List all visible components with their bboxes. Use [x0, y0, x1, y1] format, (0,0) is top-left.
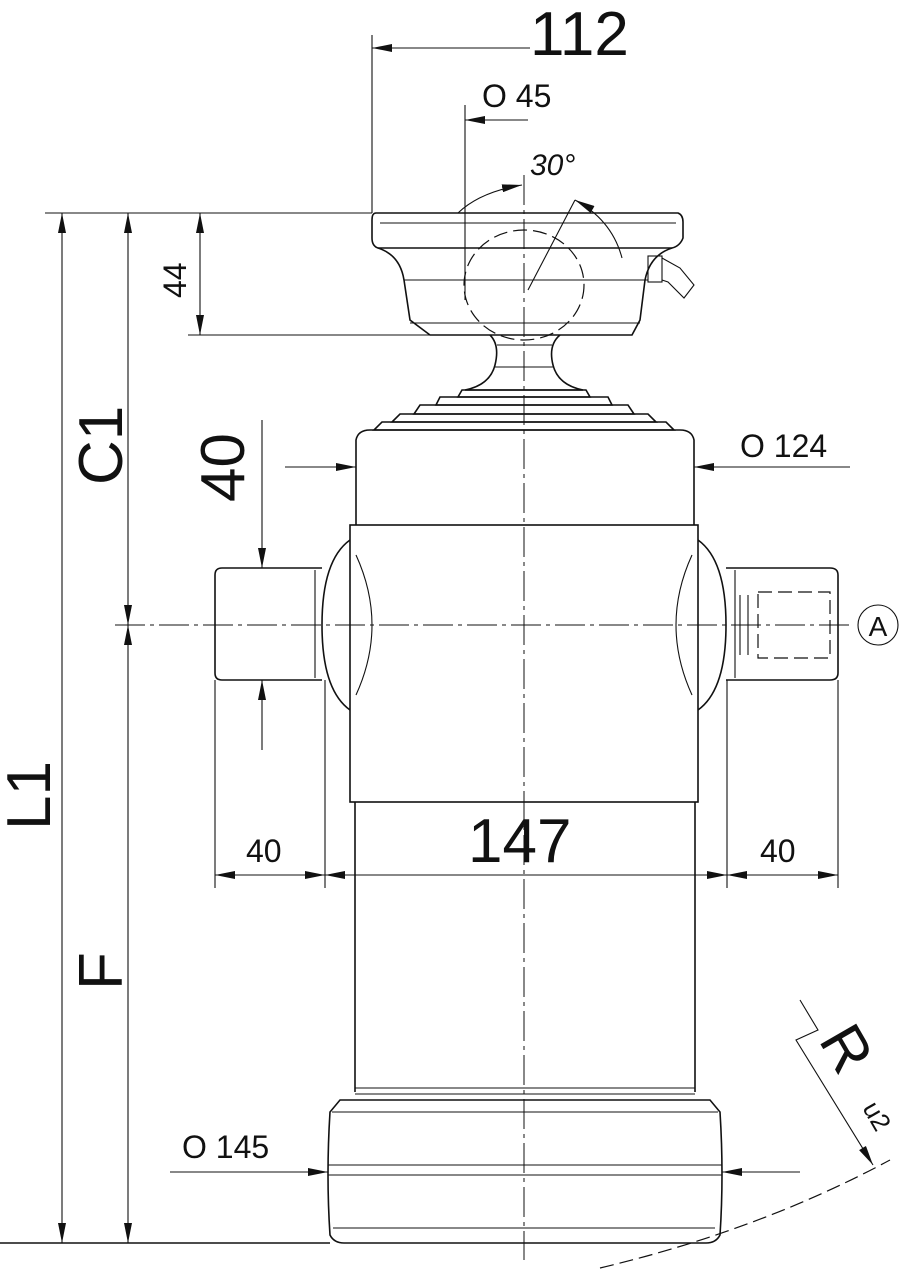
dim-trunnion-diameter: 40 [189, 433, 258, 502]
lower-tube [354, 802, 696, 1095]
dim-trunnion-left: 40 [246, 833, 282, 869]
section-marker-a: A [869, 611, 888, 642]
dim-tube-diameter: O 124 [740, 428, 827, 464]
swing-radius-arc [599, 1159, 891, 1269]
trunnion-housing [349, 524, 699, 803]
dim-radius: R [807, 1013, 887, 1084]
dim-ball-diameter: O 45 [482, 78, 551, 114]
dim-112: 112 [530, 0, 629, 69]
dim-44: 44 [157, 262, 193, 298]
base [327, 1099, 723, 1244]
section-marker-circle [857, 604, 899, 646]
dim-c1: C1 [67, 406, 136, 485]
dim-radius-sub: u2 [857, 1096, 897, 1136]
dim-l1: L1 [0, 761, 64, 830]
dim-base-diameter: O 145 [182, 1129, 269, 1165]
upper-tube [355, 429, 695, 525]
dim-f: F [67, 952, 136, 990]
top-ball-cup [371, 212, 695, 431]
right-trunnion [726, 567, 839, 681]
dim-trunnion-right: 40 [760, 833, 796, 869]
dim-angle: 30° [530, 149, 575, 182]
left-trunnion [214, 567, 322, 681]
dim-147: 147 [468, 807, 571, 876]
